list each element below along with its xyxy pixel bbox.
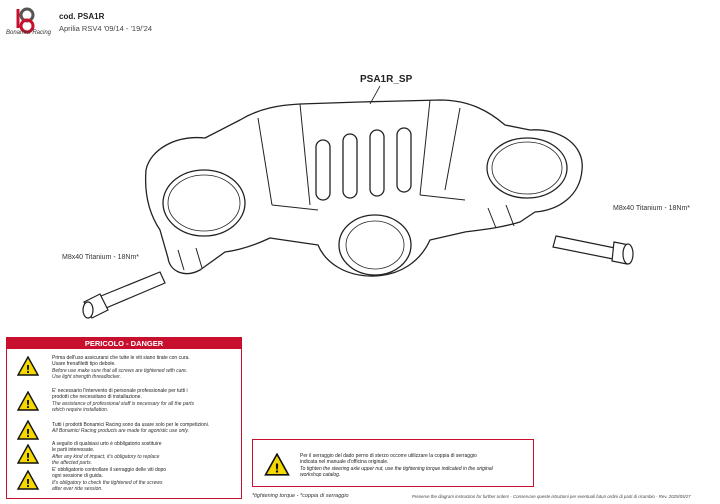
brand-name: Bonamici Racing [6, 30, 52, 36]
part-label: PSA1R_SP [360, 74, 413, 85]
danger-message-4: A seguito di qualsiasi urto è obbligator… [52, 441, 162, 466]
product-code: cod. PSA1R [59, 12, 105, 21]
triple-clamp-drawing [82, 85, 634, 319]
steering-note-text: Per il serraggio del dado perno di sterz… [300, 453, 493, 478]
danger-message-2: E' necessario l'intervento di personale … [52, 388, 195, 413]
torque-footnote: *tightening torque - *coppia di serraggi… [252, 493, 349, 499]
right-bolt [552, 235, 634, 265]
warning-triangle-icon: ! [17, 444, 39, 464]
clamp-outline [144, 99, 583, 277]
danger-message-3: Tutti i prodotti Bonamici Racing sono da… [52, 422, 210, 435]
warning-triangle-icon: ! [17, 470, 39, 490]
steering-note-box: ! Per il serraggio del dado perno di ste… [252, 439, 534, 487]
warning-triangle-icon: ! [17, 420, 39, 440]
warning-triangle-icon: ! [17, 391, 39, 411]
footer-note: Preserve the diagram instruction for fur… [412, 494, 691, 499]
svg-text:!: ! [25, 477, 30, 490]
danger-message-5: E' obbligatorio controllare il serraggio… [52, 467, 167, 492]
bonamici-b8-logo-icon [16, 7, 35, 34]
bolt-left-label: M8x40 Titanium - 18Nm* [62, 254, 140, 261]
bolt-right-label: M8x40 Titanium - 18Nm* [613, 205, 691, 212]
left-bolt [82, 271, 166, 319]
danger-box: PERICOLO - DANGER ! Prima dell'uso assic… [6, 337, 242, 499]
svg-text:!: ! [25, 427, 30, 440]
svg-text:!: ! [25, 363, 30, 376]
warning-triangle-icon: ! [17, 356, 39, 376]
svg-text:!: ! [25, 451, 30, 464]
danger-title: PERICOLO - DANGER [7, 338, 241, 349]
danger-message-1: Prima dell'uso assicurarsi che tutte le … [52, 355, 190, 380]
warning-triangle-icon: ! [264, 453, 290, 476]
svg-text:!: ! [25, 398, 30, 411]
svg-text:!: ! [274, 461, 280, 476]
model-fitment: Aprilia RSV4 '09/14 - '19/'24 [59, 24, 153, 33]
